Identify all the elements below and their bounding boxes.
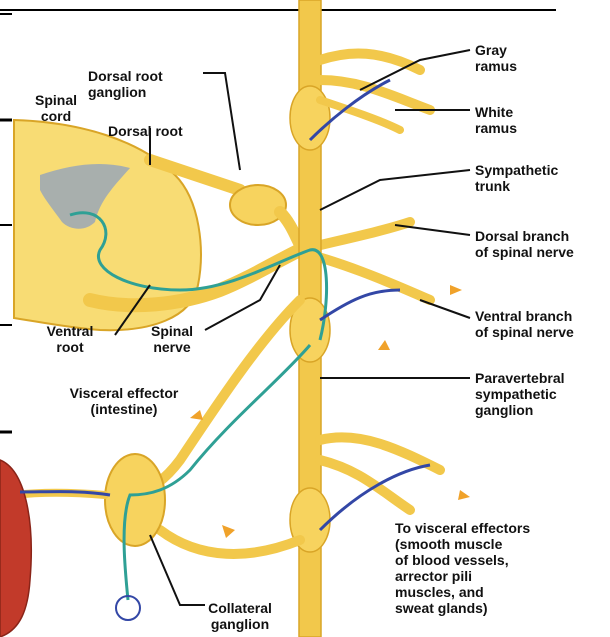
label-white-ramus: Whiteramus — [475, 104, 517, 136]
label-paravertebral-ganglion: Paravertebralsympatheticganglion — [475, 370, 565, 418]
postganglionic-fiber-2 — [320, 290, 400, 320]
label-dorsal-root-ganglion: Dorsal rootganglion — [88, 68, 163, 100]
label-ventral-branch: Ventral branchof spinal nerve — [475, 308, 574, 340]
label-dorsal-branch: Dorsal branchof spinal nerve — [475, 228, 574, 260]
collateral-ganglion-shape — [105, 454, 165, 546]
label-dorsal-root: Dorsal root — [108, 123, 183, 139]
label-visceral-effectors: To visceral effectors (smooth muscle of … — [395, 520, 530, 616]
label-ventral-root: Ventralroot — [30, 323, 110, 355]
dorsal-root-ganglion-shape — [230, 185, 286, 225]
label-gray-ramus: Grayramus — [475, 42, 517, 74]
label-visceral-effector: Visceral effector(intestine) — [34, 385, 214, 417]
label-spinal-cord: Spinalcord — [16, 92, 96, 124]
intestine-muscle — [0, 460, 31, 637]
label-spinal-nerve: Spinalnerve — [142, 323, 202, 355]
label-sympathetic-trunk: Sympathetictrunk — [475, 162, 558, 194]
label-collateral-ganglion: Collateralganglion — [200, 600, 280, 632]
